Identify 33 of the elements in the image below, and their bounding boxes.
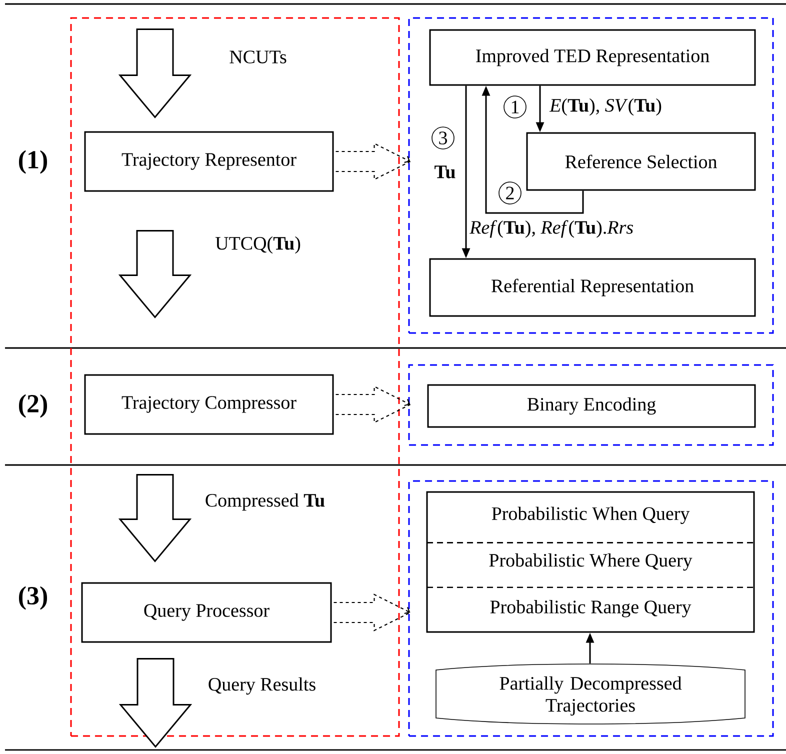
- section-number: (3): [18, 586, 47, 610]
- step-number: 2: [498, 182, 522, 204]
- hollow-arrow: [333, 594, 411, 632]
- block-arrow: [118, 230, 192, 318]
- process-box: Referential Representation: [429, 258, 756, 317]
- section-number: (1): [18, 150, 47, 174]
- edge-label: Query Results: [206, 676, 318, 696]
- cylinder: Partially Decompressed Trajectories: [436, 664, 746, 724]
- dashed-frame: [408, 480, 774, 737]
- process-box: Trajectory Representor: [84, 131, 334, 192]
- edge-label: NCUTs: [228, 50, 288, 64]
- dashed-frame: [408, 17, 774, 334]
- edge-label: Tu: [433, 164, 457, 180]
- query-box: Probabilistic When Query Probabilistic Where Query Probabilistic Range Query: [426, 491, 755, 633]
- hollow-arrow: [335, 386, 411, 424]
- step-number: 1: [504, 96, 526, 118]
- dashed-frame: [70, 17, 400, 737]
- process-box: Reference Selection: [526, 132, 756, 191]
- edge-label: E(Tu), SV(Tu): [548, 97, 663, 117]
- process-box: Query Processor: [81, 582, 332, 643]
- section-number: (2): [18, 394, 47, 418]
- step-number: 3: [432, 126, 454, 150]
- process-box: Binary Encoding: [427, 384, 756, 428]
- edge-label: Ref(Tu), Ref(Tu).Rrs: [468, 219, 635, 239]
- block-arrow: [118, 658, 192, 748]
- edge-label: Compressed Tu: [204, 492, 326, 512]
- hollow-arrow: [335, 142, 411, 180]
- process-box: Improved TED Representation: [429, 29, 756, 86]
- block-arrow: [118, 28, 192, 118]
- edge-label: UTCQ(Tu): [214, 235, 302, 255]
- block-arrow: [118, 474, 192, 562]
- dashed-frame: [408, 364, 774, 446]
- process-box: Trajectory Compressor: [84, 374, 334, 435]
